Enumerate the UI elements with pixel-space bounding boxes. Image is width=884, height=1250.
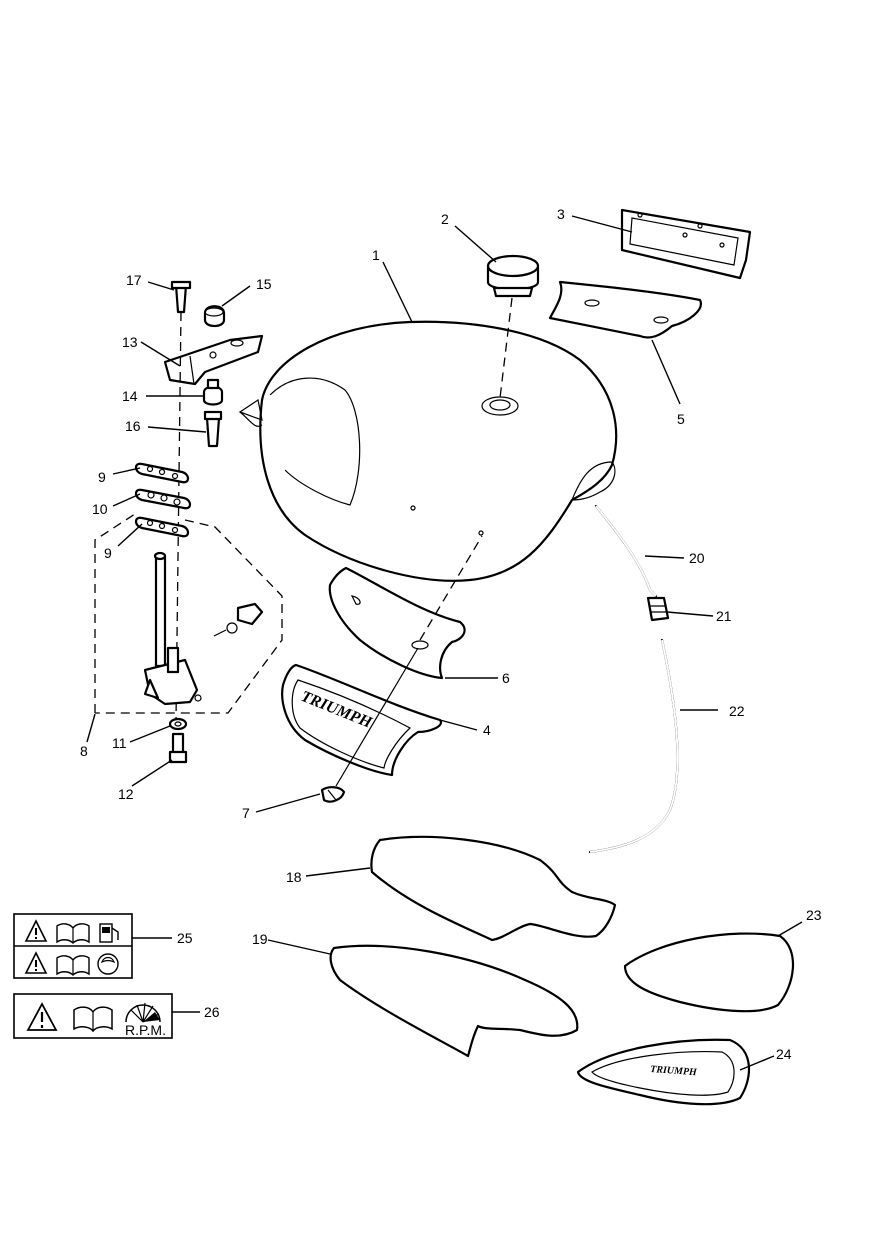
warning-triangle-icon xyxy=(24,951,48,974)
badge-screw-part xyxy=(320,786,346,803)
callout-9-lower: 9 xyxy=(104,545,112,561)
badge-gasket-part xyxy=(328,566,466,680)
callout-26: 26 xyxy=(204,1004,220,1020)
plate-9-lower-part xyxy=(134,516,190,538)
bolt-16-part xyxy=(203,410,223,448)
callout-11: 11 xyxy=(112,735,127,751)
fuel-tank-part xyxy=(238,320,618,582)
plate-9-upper-part xyxy=(134,462,190,484)
leader-lines xyxy=(86,215,803,1071)
bolt-12-part xyxy=(168,732,188,764)
rpm-label: R.P.M. xyxy=(125,1022,166,1038)
callout-14: 14 xyxy=(122,388,138,404)
bolt-17-part xyxy=(170,280,192,314)
mount-rubber-14-part xyxy=(202,378,224,406)
callout-24: 24 xyxy=(776,1046,792,1062)
breather-pipe-upper-part xyxy=(594,504,658,598)
callout-7: 7 xyxy=(242,805,250,821)
callout-5: 5 xyxy=(677,411,685,427)
callout-numbers: 1 2 3 4 5 6 7 8 9 9 10 11 12 13 14 16 15… xyxy=(80,206,822,1062)
pipe-connector-part xyxy=(646,596,670,622)
bracket-13-part xyxy=(163,334,264,386)
callout-21: 21 xyxy=(716,608,732,624)
callout-2: 2 xyxy=(441,211,449,227)
callout-15: 15 xyxy=(256,276,272,292)
tank-gasket-part xyxy=(548,280,702,339)
callout-22: 22 xyxy=(729,703,745,719)
callout-6: 6 xyxy=(502,670,510,686)
callout-20: 20 xyxy=(689,550,705,566)
callout-25: 25 xyxy=(177,930,193,946)
callout-15-16: 16 xyxy=(125,418,141,434)
grommet-15-part xyxy=(203,305,226,328)
callout-3: 3 xyxy=(557,206,565,222)
callout-10: 10 xyxy=(92,501,108,517)
manual-book-icon xyxy=(56,923,90,944)
pad-18-part xyxy=(370,835,617,942)
pad-19-part xyxy=(329,944,579,1058)
filler-cap-part xyxy=(486,254,540,298)
mounting-frame-part xyxy=(620,208,752,280)
callout-13: 13 xyxy=(122,334,138,350)
callout-12: 12 xyxy=(118,786,134,802)
callout-18: 18 xyxy=(286,869,302,885)
tire-pressure-icon xyxy=(97,953,119,975)
callout-19: 19 xyxy=(252,931,268,947)
callout-23: 23 xyxy=(806,907,822,923)
side-badge-text: TRIUMPH xyxy=(650,1064,699,1078)
manual-book-icon xyxy=(56,955,90,976)
manual-book-icon xyxy=(73,1006,113,1033)
tachometer-icon xyxy=(125,1002,161,1023)
warning-triangle-icon xyxy=(24,919,48,942)
washer-11-part xyxy=(168,717,188,731)
callout-1: 1 xyxy=(372,247,380,263)
knee-pad-23-part xyxy=(623,932,794,1013)
fuel-tap-assembly-part xyxy=(143,551,264,706)
knee-pad-24-part: TRIUMPH xyxy=(576,1038,751,1106)
warning-label-25-part xyxy=(13,913,133,979)
callout-9-upper: 9 xyxy=(98,469,106,485)
tank-badge-part: TRIUMPH xyxy=(281,663,443,777)
callout-8: 8 xyxy=(80,743,88,759)
callout-4: 4 xyxy=(483,722,491,738)
breather-pipe-lower-part xyxy=(588,638,679,854)
fuel-pump-icon xyxy=(99,923,119,943)
plate-10-part xyxy=(134,488,192,510)
warning-label-26-part: R.P.M. xyxy=(13,993,173,1039)
warning-triangle-icon xyxy=(26,1002,58,1031)
callout-17: 17 xyxy=(126,272,142,288)
